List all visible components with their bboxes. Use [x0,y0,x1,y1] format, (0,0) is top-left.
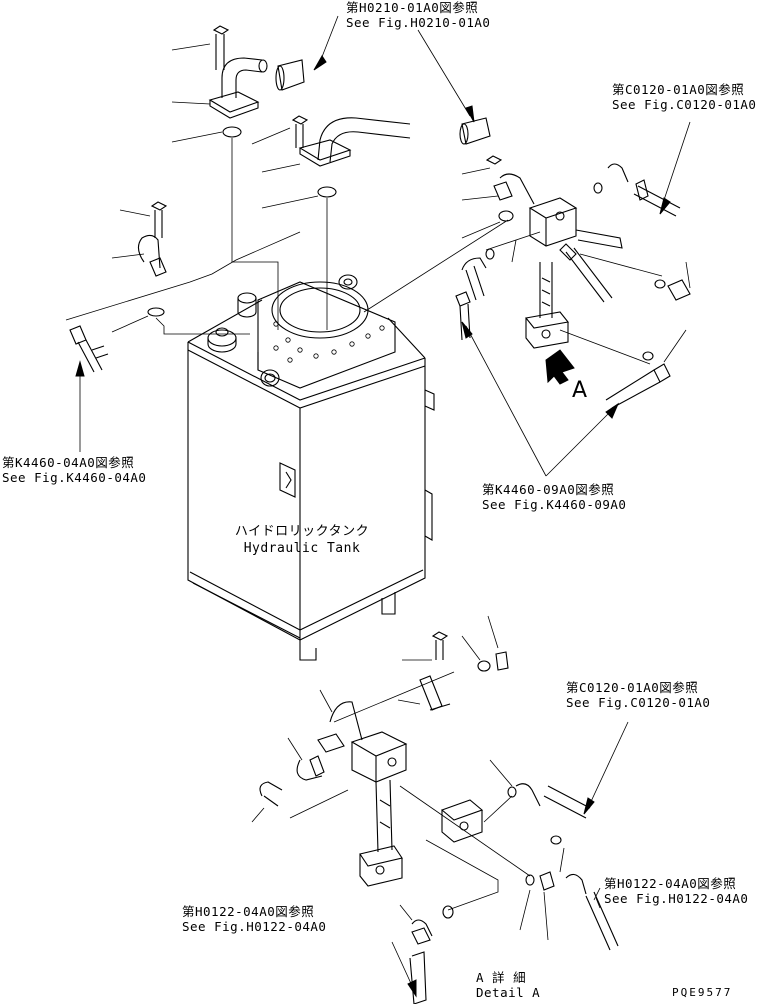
ref-h0122-left: 第H0122-04A0図参照 See Fig.H0122-04A0 [182,904,326,934]
ref-h0210-en: See Fig.H0210-01A0 [346,15,491,30]
ref-k4460-04-en: See Fig.K4460-04A0 [2,470,147,485]
ref-c0120-bottom: 第C0120-01A0図参照 See Fig.C0120-01A0 [566,680,710,710]
ref-h0122-right-jp: 第H0122-04A0図参照 [604,876,737,891]
left-piping-parts [69,201,168,373]
hydraulic-tank [187,274,435,661]
ref-h0122-right-en: See Fig.H0122-04A0 [604,891,749,906]
ref-h0122-left-jp: 第H0122-04A0図参照 [182,904,315,919]
ref-h0210: 第H0210-01A0図参照 See Fig.H0210-01A0 [346,0,490,30]
top-return-piping [208,25,491,198]
ref-c0120-top-jp: 第C0120-01A0図参照 [612,82,745,97]
detail-a-label-en: Detail A [476,985,541,1000]
drawing-code: PQE9577 [672,986,733,999]
ref-c0120-bottom-jp: 第C0120-01A0図参照 [566,680,699,695]
detail-a-assembly [259,631,619,1004]
tank-label-en: Hydraulic Tank [243,541,361,556]
tank-label-jp: ハイドロリックタンク [234,524,370,539]
ref-h0210-jp: 第H0210-01A0図参照 [346,0,479,15]
view-marker-a: A [572,378,588,403]
ref-k4460-09-jp: 第K4460-09A0図参照 [482,482,615,497]
leader-lines [65,15,691,998]
ref-k4460-09: 第K4460-09A0図参照 See Fig.K4460-09A0 [482,482,626,512]
ref-k4460-09-en: See Fig.K4460-09A0 [482,497,627,512]
detail-a-label: A 詳 細 Detail A [476,970,540,1000]
ref-k4460-04-jp: 第K4460-04A0図参照 [2,455,135,470]
valve-block-assembly [455,155,691,409]
ref-c0120-bottom-en: See Fig.C0120-01A0 [566,695,711,710]
tank-label: ハイドロリックタンク Hydraulic Tank [232,523,372,557]
ref-h0122-left-en: See Fig.H0122-04A0 [182,919,327,934]
ref-c0120-top: 第C0120-01A0図参照 See Fig.C0120-01A0 [612,82,756,112]
detail-a-label-jp: A 詳 細 [476,970,527,985]
ref-k4460-04: 第K4460-04A0図参照 See Fig.K4460-04A0 [2,455,146,485]
ref-c0120-top-en: See Fig.C0120-01A0 [612,97,757,112]
ref-h0122-right: 第H0122-04A0図参照 See Fig.H0122-04A0 [604,876,748,906]
